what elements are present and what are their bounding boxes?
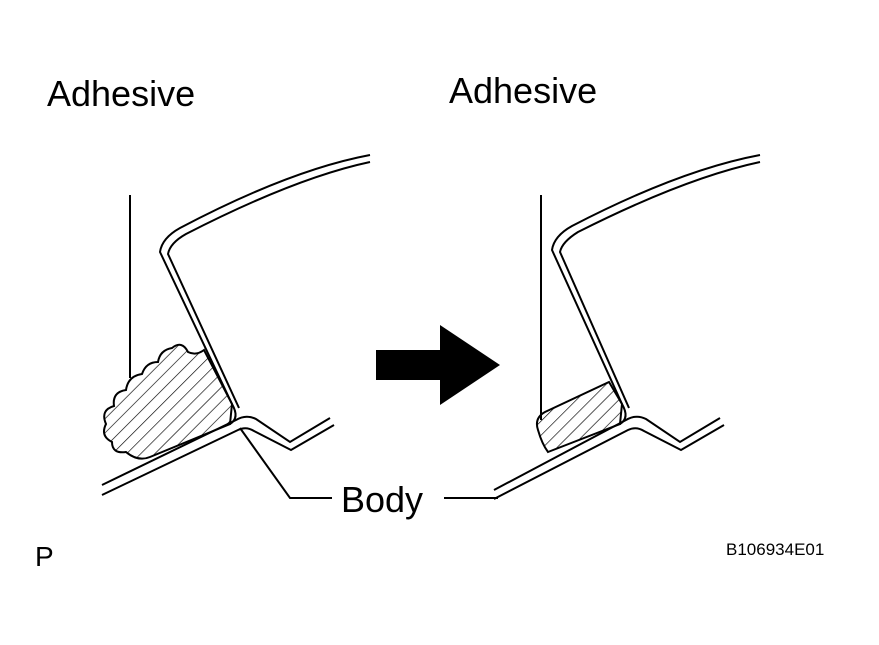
adhesive-bead-before <box>103 343 234 460</box>
panel-after <box>493 154 761 500</box>
leader-body-left <box>239 427 332 499</box>
panel-before <box>101 154 371 496</box>
body-flange-left <box>229 403 237 425</box>
body-panel-inner-right <box>493 424 725 500</box>
figure-code-label: B106934E01 <box>726 540 825 559</box>
window-glass-inner-right <box>558 161 761 409</box>
adhesive-bead-after <box>535 380 624 454</box>
view-mark-label: P <box>35 541 54 572</box>
body-panel-inner-left <box>101 424 335 496</box>
body-flange-right <box>619 403 627 425</box>
body-panel-outer-right <box>493 415 721 491</box>
arrow-right-icon <box>376 325 500 405</box>
window-glass-inner-left <box>166 161 371 409</box>
adhesive-label-after: Adhesive <box>449 70 598 111</box>
adhesive-label-before: Adhesive <box>47 73 196 114</box>
body-label: Body <box>341 479 424 520</box>
window-glass-outer-left <box>158 154 371 405</box>
window-glass-outer-right <box>550 154 761 405</box>
body-panel-outer-left <box>101 415 331 486</box>
